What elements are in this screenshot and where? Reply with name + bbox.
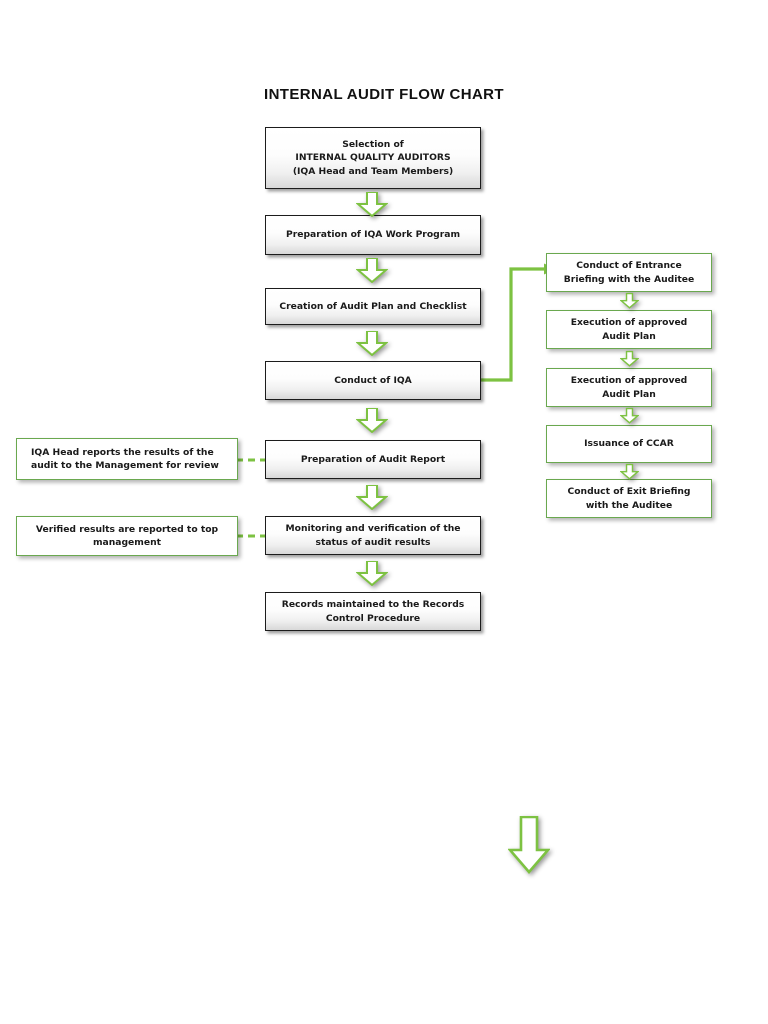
arrow-down-icon-execution-1-to-execution-2 [620, 350, 639, 368]
connector-callout-verified-to-monitoring [236, 534, 270, 538]
node-work-program[interactable]: Preparation of IQA Work Program [265, 215, 481, 255]
page-title: INTERNAL AUDIT FLOW CHART [264, 86, 504, 103]
node-conduct-iqa[interactable]: Conduct of IQA [265, 361, 481, 400]
node-audit-report[interactable]: Preparation of Audit Report [265, 440, 481, 479]
arrow-down-icon-selection-to-work-program [356, 192, 388, 217]
arrow-down-icon-entrance-to-execution-1 [620, 292, 639, 310]
stray-arrow-down-icon [508, 816, 550, 874]
arrow-down-icon-monitoring-to-records [356, 561, 388, 586]
node-work-program-label: Preparation of IQA Work Program [285, 229, 461, 241]
node-conduct-iqa-label: Conduct of IQA [334, 374, 412, 386]
node-audit-plan[interactable]: Creation of Audit Plan and Checklist [265, 288, 481, 325]
node-audit-plan-label: Creation of Audit Plan and Checklist [279, 300, 467, 312]
node-ccar[interactable]: Issuance of CCAR [546, 425, 712, 463]
arrow-down-icon-audit-report-to-monitoring [356, 485, 388, 510]
arrow-down-icon-audit-plan-to-conduct-iqa [356, 331, 388, 356]
arrow-down-icon-execution-2-to-ccar [620, 407, 639, 425]
arrow-down-icon-work-program-to-audit-plan [356, 258, 388, 283]
arrow-down-icon-conduct-iqa-to-audit-report [356, 408, 388, 433]
arrow-down-icon-ccar-to-exit-briefing [620, 463, 639, 481]
node-audit-report-label: Preparation of Audit Report [300, 453, 446, 465]
connector-callout-report-to-audit-report [236, 458, 270, 462]
node-ccar-label: Issuance of CCAR [584, 438, 674, 450]
